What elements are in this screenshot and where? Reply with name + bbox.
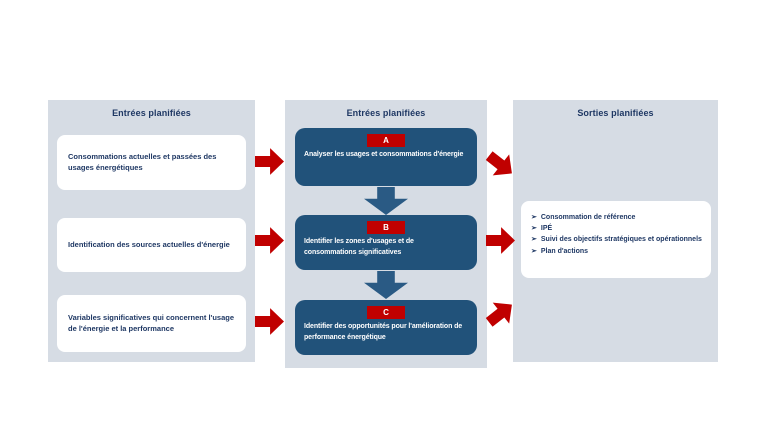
- right-column-title: Sorties planifiées: [577, 108, 654, 118]
- outputs-box: ➢ Consommation de référence ➢ IPÉ ➢ Suiv…: [521, 201, 711, 278]
- output-item-label: Suivi des objectifs stratégiques et opér…: [540, 236, 702, 244]
- bullet-arrow-icon: ➢: [531, 236, 537, 244]
- right-arrow-icon: [486, 227, 515, 254]
- input-box-sources-label: Identification des sources actuelles d'é…: [68, 239, 230, 249]
- input-box-variables: Variables significatives qui concernent …: [57, 295, 246, 352]
- input-box-sources: Identification des sources actuelles d'é…: [57, 218, 246, 272]
- input-box-consumption-label: Consommations actuelles et passées des u…: [68, 151, 217, 172]
- list-item: ➢ Plan d'actions: [531, 246, 703, 257]
- process-steps-column: Entrées planifiées A Analyser les usages…: [285, 100, 487, 368]
- input-box-consumption: Consommations actuelles et passées des u…: [57, 135, 246, 190]
- right-arrow-icon: [255, 308, 284, 335]
- step-a-badge: A: [367, 134, 405, 147]
- step-b-box: B Identifier les zones d'usages et de co…: [295, 215, 477, 270]
- down-arrow-icon: [364, 187, 408, 215]
- bullet-arrow-icon: ➢: [531, 214, 537, 221]
- step-c-label: Identifier des opportunités pour l'améli…: [304, 323, 463, 341]
- planned-inputs-column: Entrées planifiées Consommations actuell…: [48, 100, 255, 362]
- list-item: ➢ Consommation de référence: [531, 212, 703, 223]
- input-box-variables-label: Variables significatives qui concernent …: [68, 312, 235, 333]
- list-item: ➢ IPÉ: [531, 223, 703, 234]
- left-column-title: Entrées planifiées: [112, 108, 191, 118]
- bullet-arrow-icon: ➢: [531, 247, 537, 255]
- down-arrow-icon: [364, 271, 408, 299]
- output-item-label: Consommation de référence: [540, 214, 636, 221]
- step-a-box: A Analyser les usages et consommations d…: [295, 128, 477, 186]
- right-arrow-icon: [255, 148, 284, 175]
- step-c-box: C Identifier des opportunités pour l'amé…: [295, 300, 477, 355]
- step-c-badge: C: [367, 306, 405, 319]
- step-b-label: Identifier les zones d'usages et de cons…: [304, 238, 414, 256]
- output-item-label: Plan d'actions: [540, 247, 589, 255]
- output-item-label: IPÉ: [540, 225, 553, 233]
- right-arrow-icon: [255, 227, 284, 254]
- planned-outputs-column: Sorties planifiées ➢ Consommation de réf…: [513, 100, 718, 362]
- step-a-label: Analyser les usages et consommations d'é…: [304, 151, 464, 158]
- bullet-arrow-icon: ➢: [531, 225, 537, 233]
- step-b-badge: B: [367, 221, 405, 234]
- list-item: ➢ Suivi des objectifs stratégiques et op…: [531, 234, 703, 245]
- middle-column-title: Entrées planifiées: [346, 108, 426, 118]
